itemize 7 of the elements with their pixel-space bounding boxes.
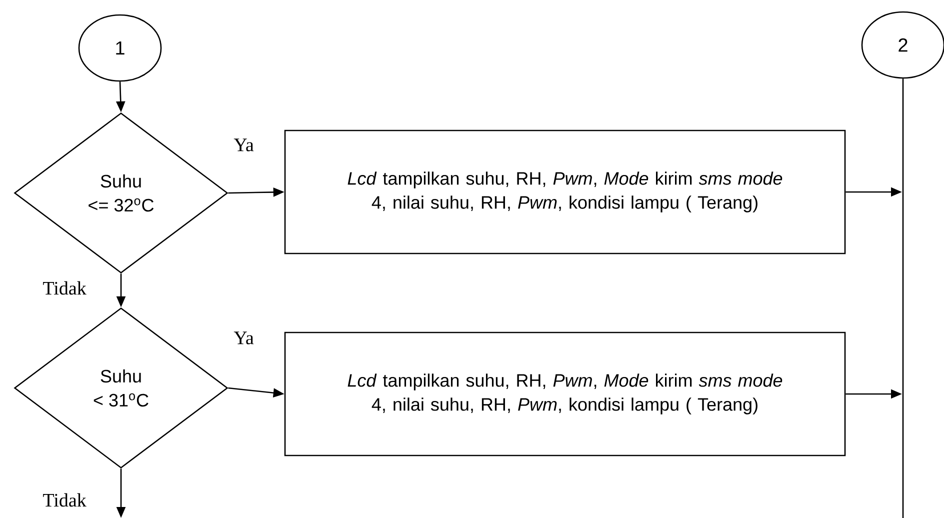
edge-label: Tidak — [42, 280, 88, 296]
edge-label: Tidak — [42, 492, 88, 508]
edge-label: Ya — [232, 138, 255, 152]
edge-label: Ya — [232, 330, 255, 346]
process-box: Lcd tampilkan suhu, RH, Pwm, Mode kirim sms mode 4, nilai suhu, RH, Pwm, kondisi lampu ( Terang) — [284, 130, 846, 254]
connector-line — [902, 78, 904, 518]
process-box: Lcd tampilkan suhu, RH, Pwm, Mode kirim sms mode 4, nilai suhu, RH, Pwm, kondisi lampu ( Terang) — [284, 332, 846, 456]
